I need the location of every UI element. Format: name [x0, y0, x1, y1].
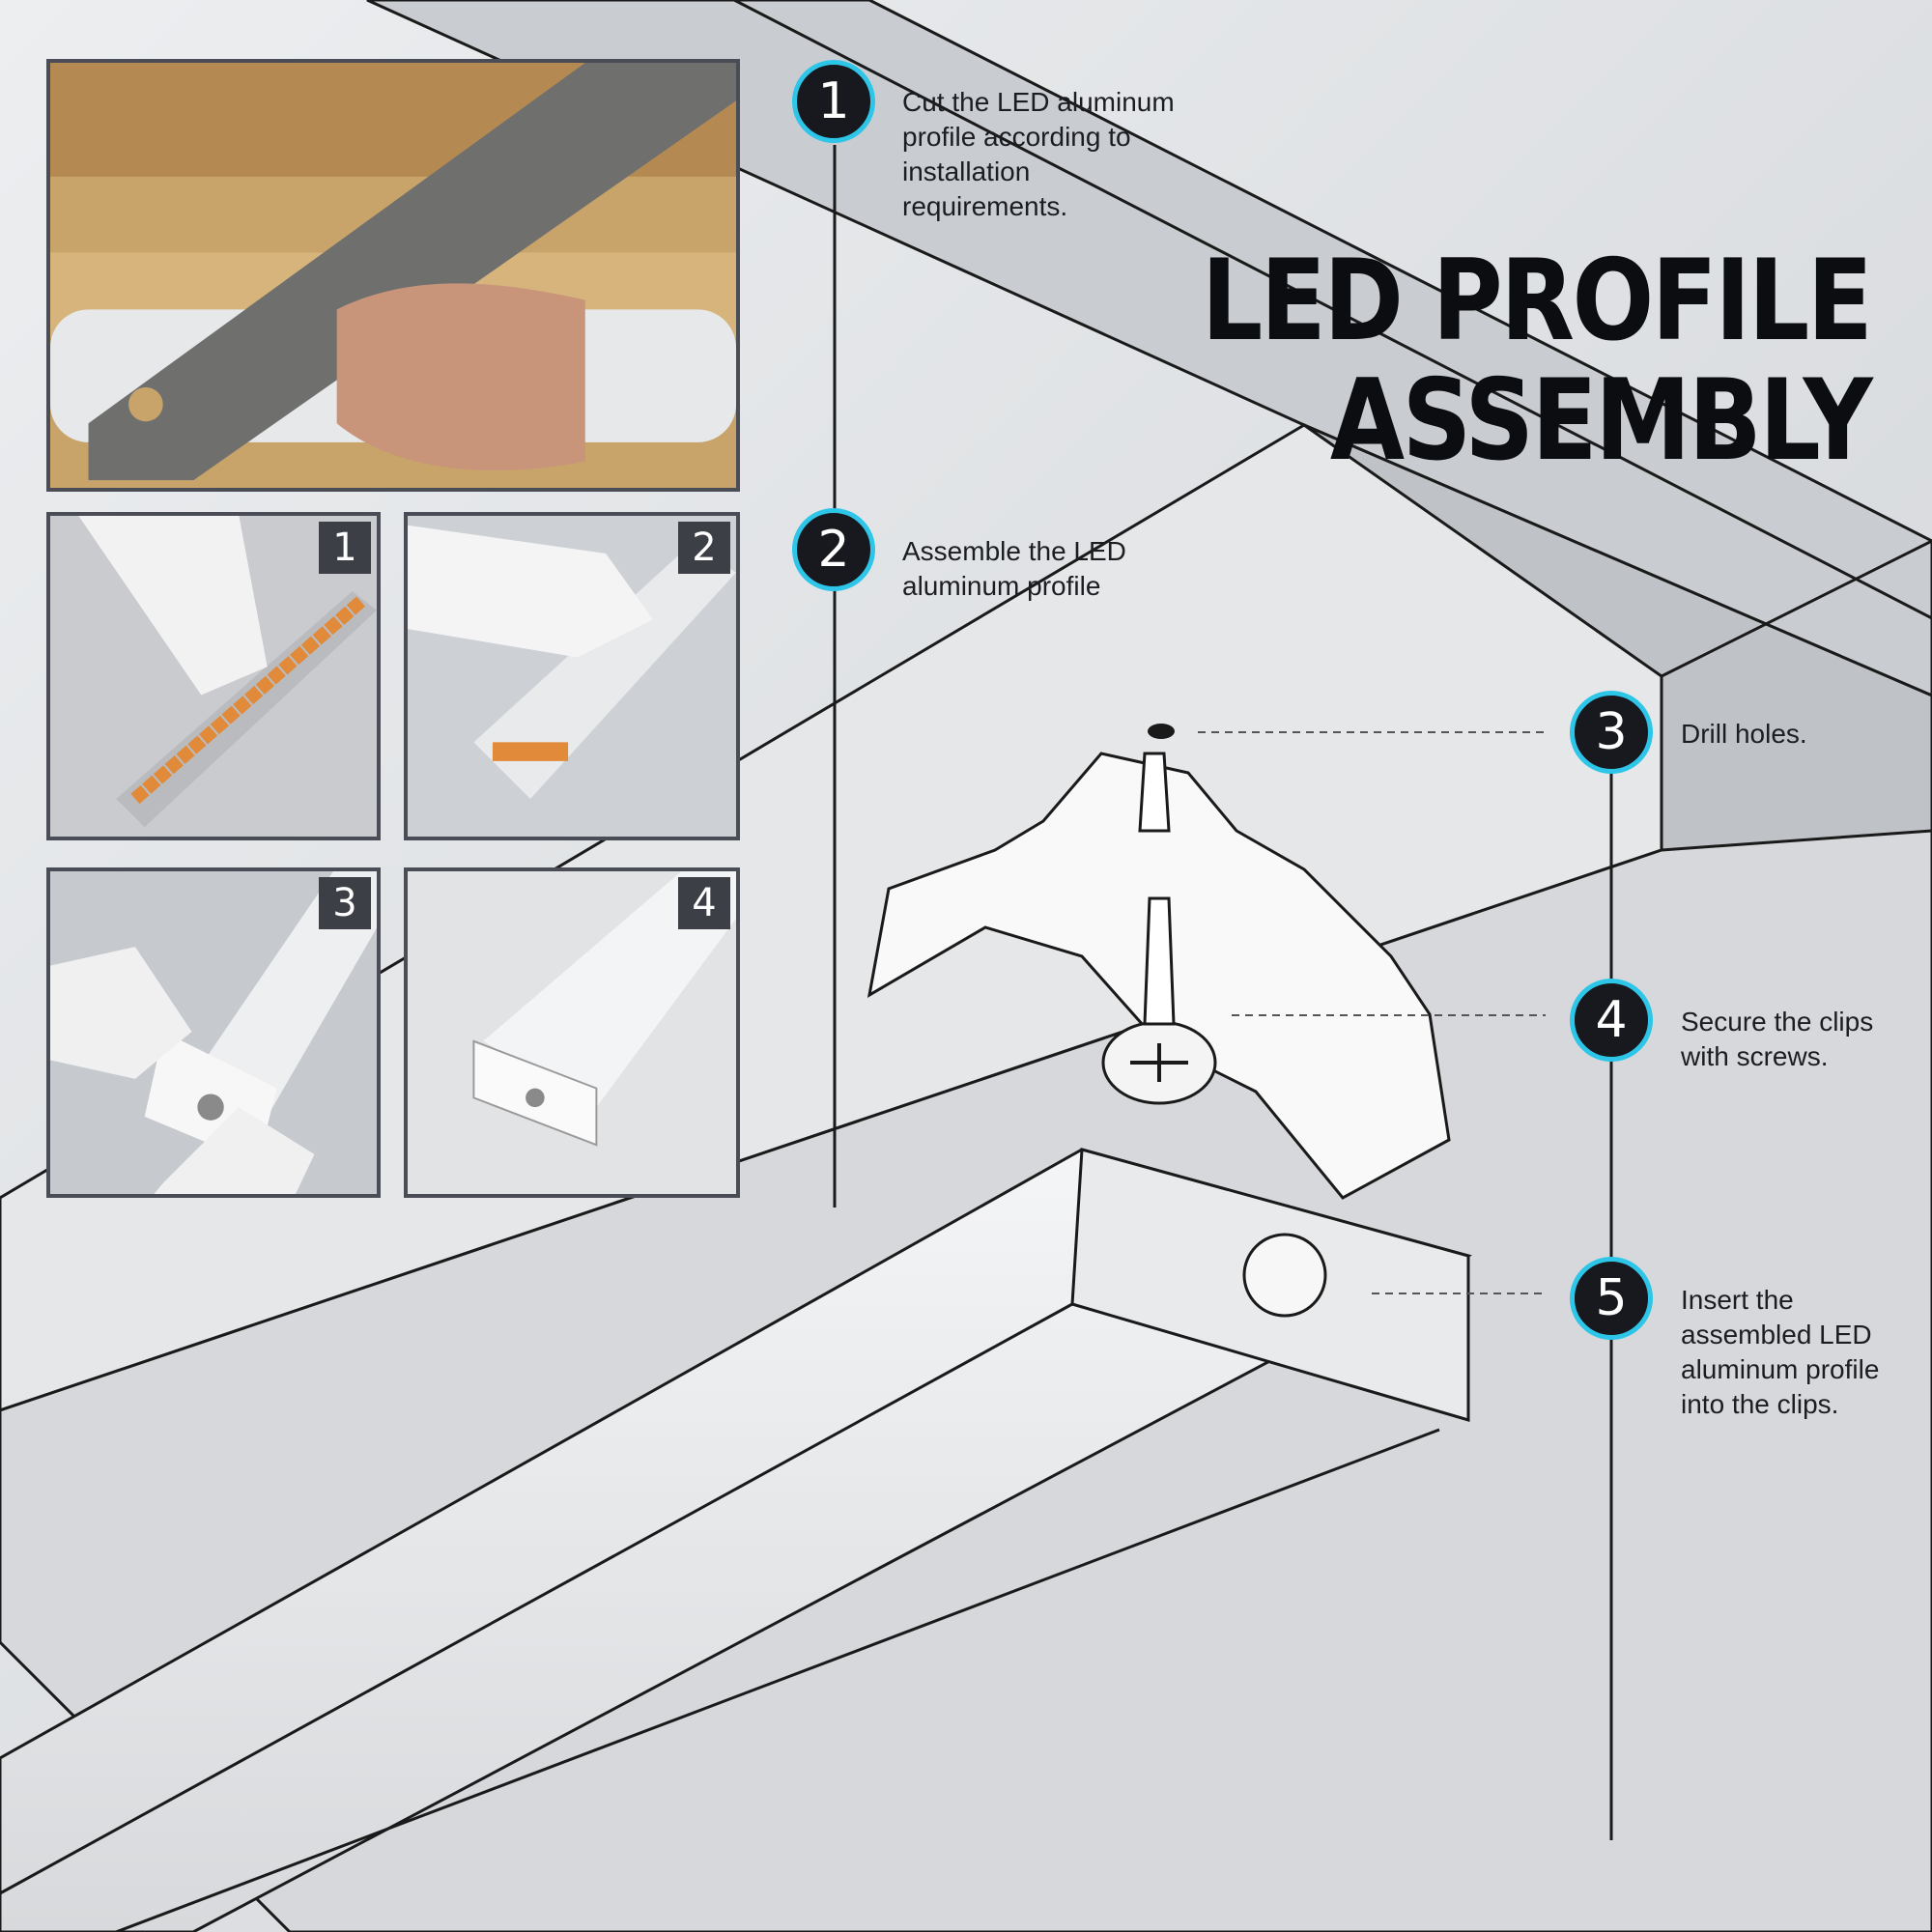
- photo-sawing: [46, 59, 740, 492]
- step-3-text: Drill holes.: [1681, 719, 1807, 749]
- step-2-badge: 2: [792, 508, 875, 591]
- tile-number: 4: [678, 877, 730, 929]
- photo-tile-1: 1: [46, 512, 381, 840]
- tile-number: 1: [319, 522, 371, 574]
- step-3-badge: 3: [1570, 691, 1653, 774]
- photo-tile-3: 3: [46, 867, 381, 1198]
- tile-number: 2: [678, 522, 730, 574]
- step-5-badge: 5: [1570, 1257, 1653, 1340]
- page-title: LED PROFILE ASSEMBLY: [1201, 236, 1872, 486]
- step-1-badge: 1: [792, 60, 875, 143]
- step-4-text: Secure the clips with screws.: [1681, 1007, 1874, 1071]
- tile-number: 3: [319, 877, 371, 929]
- step-1-text: Cut the LED aluminum profile according t…: [902, 87, 1175, 221]
- photo-tile-2: 2: [404, 512, 740, 840]
- step-4-badge: 4: [1570, 979, 1653, 1062]
- step-2-text: Assemble the LED aluminum profile: [902, 536, 1126, 601]
- step-5-text: Insert the assembled LED aluminum profil…: [1681, 1285, 1880, 1419]
- photo-tile-4: 4: [404, 867, 740, 1198]
